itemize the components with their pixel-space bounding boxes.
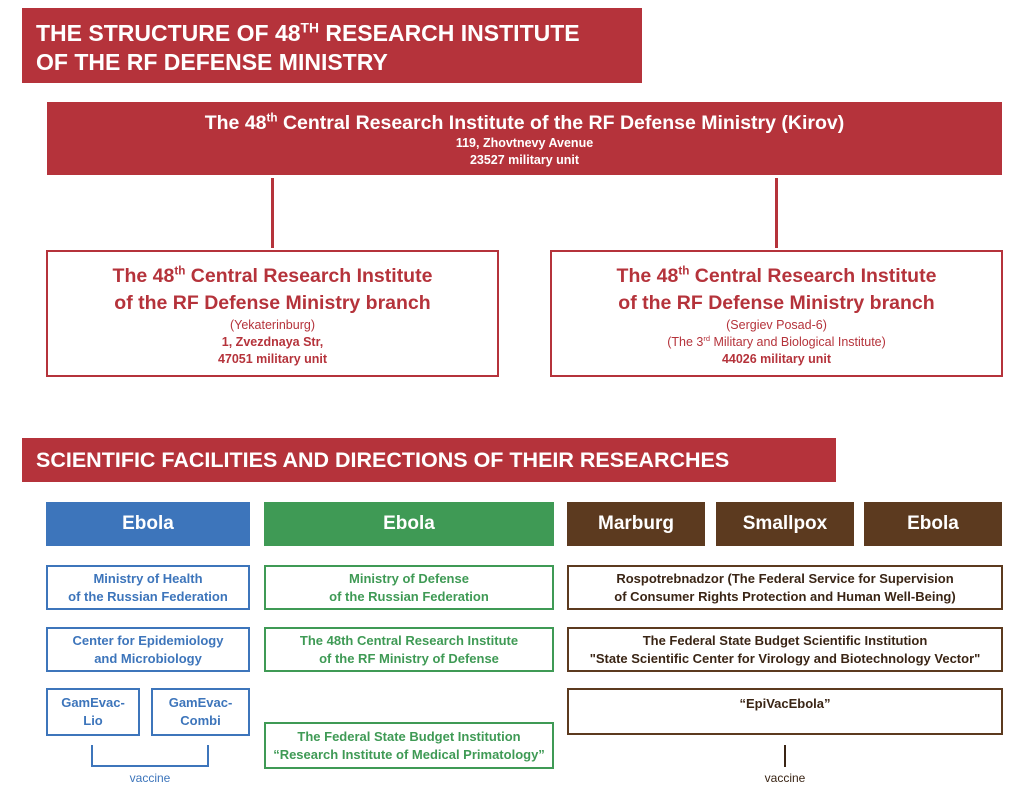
branch-unit: 47051 military unit bbox=[217, 352, 328, 366]
branch-sergiev-posad-box: The 48th Central Research Institute of t… bbox=[550, 250, 1003, 377]
green-ebola-header: Ebola bbox=[264, 502, 554, 546]
vector-center-box: The Federal State Budget Scientific Inst… bbox=[567, 627, 1003, 672]
structure-title-line1: THE STRUCTURE OF 48TH RESEARCH INSTITUTE bbox=[36, 20, 580, 46]
branch-title-line1: The 48th Central Research Institute bbox=[616, 264, 937, 287]
main-institute-unit: 23527 military unit bbox=[469, 153, 580, 167]
vaccine-connector-brown bbox=[784, 745, 786, 767]
brown-ebola-header: Ebola bbox=[864, 502, 1002, 546]
connector-line-right bbox=[775, 178, 778, 248]
gamevac-lio-box: GamEvac-Lio bbox=[46, 688, 140, 736]
facilities-title-banner: SCIENTIFIC FACILITIES AND DIRECTIONS OF … bbox=[22, 438, 836, 482]
connector-line-left bbox=[271, 178, 274, 248]
branch-title-line2: of the RF Defense Ministry branch bbox=[114, 292, 431, 314]
gamevac-combi-box: GamEvac-Combi bbox=[151, 688, 250, 736]
branch-city: (Yekaterinburg) bbox=[229, 318, 315, 332]
branch-address: 1, Zvezdnaya Str, bbox=[221, 335, 324, 349]
medical-primatology-box: The Federal State Budget Institution“Res… bbox=[264, 722, 554, 769]
structure-title-banner: THE STRUCTURE OF 48TH RESEARCH INSTITUTE… bbox=[22, 8, 642, 83]
branch-title-line1: The 48th Central Research Institute bbox=[112, 264, 433, 287]
branch-yekaterinburg-box: The 48th Central Research Institute of t… bbox=[46, 250, 499, 377]
vaccine-label-brown: vaccine bbox=[764, 771, 806, 785]
branch-title-line2: of the RF Defense Ministry branch bbox=[618, 292, 935, 314]
vaccine-bracket-blue bbox=[91, 745, 209, 767]
structure-title-line2: OF THE RF DEFENSE MINISTRY bbox=[36, 49, 388, 75]
blue-ebola-header: Ebola bbox=[46, 502, 250, 546]
marburg-header: Marburg bbox=[567, 502, 705, 546]
rospotrebnadzor-box: Rospotrebnadzor (The Federal Service for… bbox=[567, 565, 1003, 610]
epivacebola-box: “EpiVacEbola” bbox=[567, 688, 1003, 735]
branch-city: (Sergiev Posad-6) bbox=[726, 318, 827, 332]
main-institute-box: The 48th Central Research Institute of t… bbox=[47, 102, 1002, 175]
main-institute-title: The 48th Central Research Institute of t… bbox=[204, 111, 845, 134]
branch-note: (The 3rd Military and Biological Institu… bbox=[667, 333, 886, 349]
vaccine-label-blue: vaccine bbox=[129, 771, 171, 785]
branch-unit: 44026 military unit bbox=[721, 352, 832, 366]
main-institute-address: 119, Zhovtnevy Avenue bbox=[455, 136, 594, 150]
smallpox-header: Smallpox bbox=[716, 502, 854, 546]
